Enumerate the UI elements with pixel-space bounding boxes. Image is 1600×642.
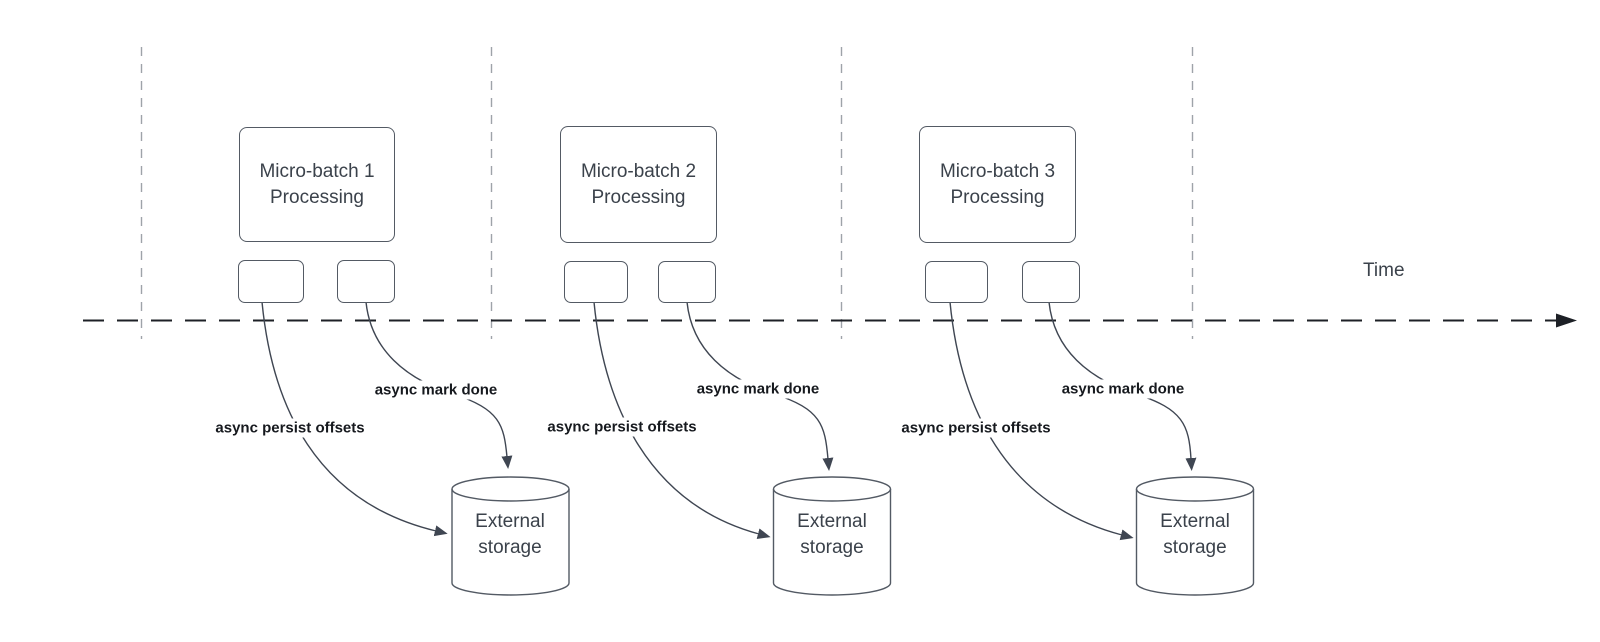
storage-label-line2: storage (1163, 537, 1227, 558)
task-chip-3-right (1022, 261, 1080, 303)
task-chip-1-left (238, 260, 304, 303)
storage-label-line2: storage (478, 537, 542, 558)
mark-done-label-1: async mark done (371, 380, 501, 400)
persist-offsets-arrow-1 (261, 301, 448, 537)
external-storage-label-1: External storage (475, 509, 545, 561)
micro-batch-2-title-line2: Processing (591, 186, 686, 208)
external-storage-label-2: External storage (797, 509, 867, 561)
micro-batch-1-node: Micro-batch 1 Processing (239, 127, 395, 242)
mark-done-arrow-1 (365, 301, 513, 469)
persist-offsets-label-1: async persist offsets (212, 418, 368, 438)
storage-label-line1: External (1160, 511, 1230, 532)
micro-batch-1-title-line1: Micro-batch 1 (259, 160, 375, 182)
storage-cylinder-3 (1135, 476, 1255, 596)
micro-batch-1-title-line2: Processing (270, 186, 364, 208)
task-chip-2-right (658, 261, 716, 303)
mark-done-label-2: async mark done (693, 379, 823, 399)
cylinder-seam (772, 488, 892, 502)
micro-batch-2-title-line1: Micro-batch 2 (580, 160, 697, 182)
cylinder-seam (1135, 488, 1255, 502)
micro-batch-2-node: Micro-batch 2 Processing (560, 126, 717, 243)
micro-batch-3-title-line1: Micro-batch 3 (939, 160, 1056, 182)
cylinder-body (772, 476, 892, 596)
cylinder-seam (451, 488, 570, 502)
cylinder-body (451, 476, 570, 596)
storage-label-line1: External (797, 511, 867, 532)
persist-offsets-arrow-2 (593, 301, 771, 540)
mark-done-label-3: async mark done (1058, 379, 1188, 399)
external-storage-label-3: External storage (1160, 509, 1230, 561)
time-axis-arrow-icon (1556, 313, 1577, 328)
storage-label-line2: storage (800, 537, 864, 558)
storage-label-line1: External (475, 511, 545, 532)
task-chip-2-left (564, 261, 628, 303)
storage-cylinder-1 (451, 476, 570, 596)
task-chip-3-left (925, 261, 988, 303)
persist-offsets-label-2: async persist offsets (544, 417, 700, 437)
micro-batch-3-title-line2: Processing (950, 186, 1045, 208)
task-chip-1-right (337, 260, 395, 303)
storage-cylinder-2 (772, 476, 892, 596)
persist-offsets-label-3: async persist offsets (898, 418, 1054, 438)
micro-batch-3-node: Micro-batch 3 Processing (919, 126, 1076, 243)
time-label: Time (1363, 260, 1405, 281)
cylinder-body (1135, 476, 1255, 596)
persist-offsets-arrow-3 (949, 301, 1134, 541)
